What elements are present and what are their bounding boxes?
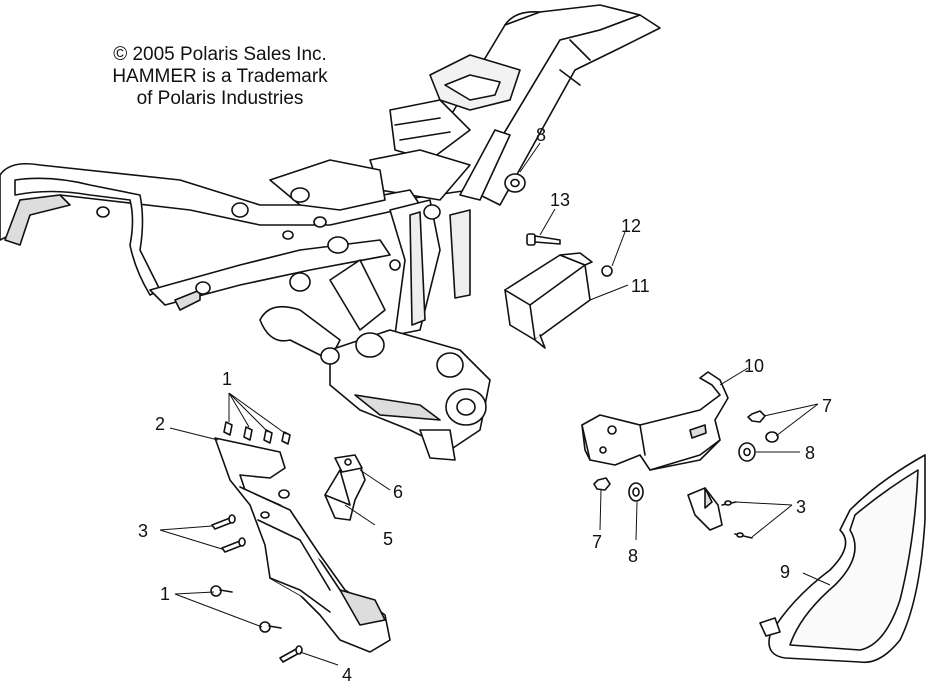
washer-part-8-right [738, 442, 756, 462]
callout-5: 5 [383, 529, 393, 549]
callout-6: 6 [393, 482, 403, 502]
callout-7-lower: 7 [592, 532, 602, 552]
bolt-part-13 [526, 233, 561, 246]
callout-1-upper: 1 [222, 369, 232, 389]
rivet-part-1-lower [210, 585, 282, 633]
copyright-line-3: of Polaris Industries [136, 88, 304, 109]
callout-13: 13 [550, 190, 570, 210]
nut-part-7-lower [593, 477, 611, 491]
rivet-part-1-upper-group [223, 421, 291, 445]
washer-part-8-lower [628, 482, 644, 502]
callout-8-right: 8 [805, 443, 815, 463]
module-part-11 [504, 252, 593, 349]
frame-assembly [0, 4, 661, 461]
callout-8-upper: 8 [536, 125, 546, 145]
callout-2: 2 [155, 414, 165, 434]
nut-part-12 [601, 265, 613, 277]
copyright-line-2: HAMMER is a Trademark [112, 66, 328, 87]
callout-3-right: 3 [796, 497, 806, 517]
sensor-part-5-6 [324, 454, 366, 521]
callout-8-lower: 8 [628, 546, 638, 566]
rivet-part-3-left [211, 514, 246, 553]
side-cover-part-9 [759, 454, 926, 664]
clip-part-3-right [687, 487, 753, 539]
callout-7-right: 7 [822, 396, 832, 416]
washer-part-8-upper [504, 173, 526, 193]
nut-part-7-pair [747, 410, 779, 443]
callout-labels: 1 2 3 1 4 5 6 8 13 12 11 10 7 8 3 7 8 9 [138, 125, 832, 682]
copyright-line-1: © 2005 Polaris Sales Inc. [113, 44, 327, 65]
leader-lines [159, 142, 831, 666]
copyright-notice: © 2005 Polaris Sales Inc. HAMMER is a Tr… [90, 44, 350, 110]
callout-4: 4 [342, 665, 352, 682]
belly-pan-part-2 [214, 437, 391, 653]
callout-11: 11 [631, 276, 650, 296]
bracket-part-10 [581, 371, 729, 471]
pin-part-4 [279, 645, 303, 663]
callout-3-left: 3 [138, 521, 148, 541]
callout-12: 12 [621, 216, 641, 236]
callout-9: 9 [780, 562, 790, 582]
callout-10: 10 [744, 356, 764, 376]
callout-1-lower: 1 [160, 584, 170, 604]
